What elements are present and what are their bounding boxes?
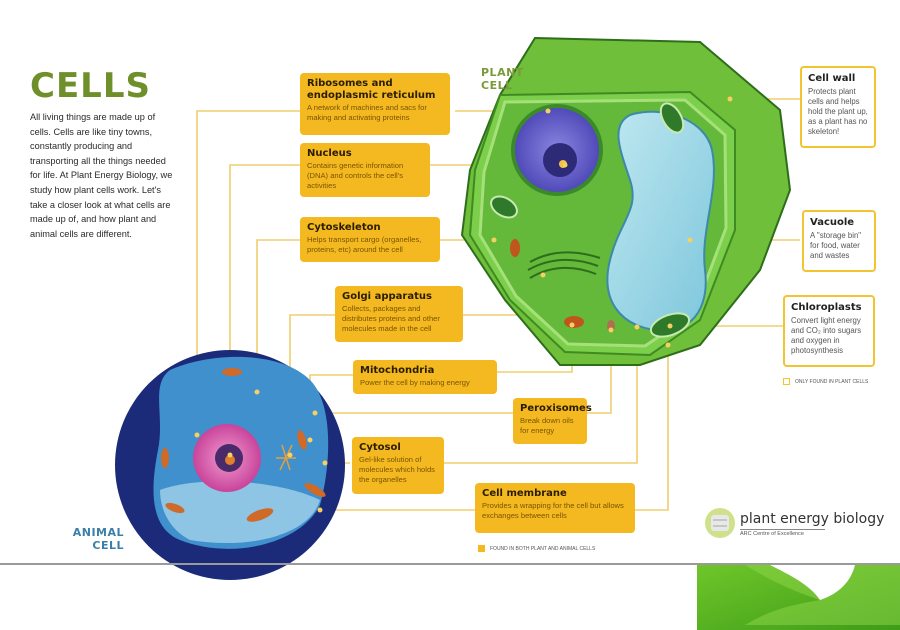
legend-plant-only: ONLY FOUND IN PLANT CELLS [783,378,868,385]
organelle-desc: A network of machines and sacs for makin… [307,103,427,122]
organelle-title: Cytosol [359,442,401,453]
connector-membrane-plant [635,345,669,511]
organelle-desc: Gel-like solution of molecules which hol… [359,455,435,484]
organelle-desc: Break down oils for energy [520,416,574,435]
legend-swatch-both [478,545,485,552]
organelle-box-cytoskeleton: Cytoskeleton Helps transport cargo (orga… [300,217,440,262]
connector-dots [194,96,733,513]
organelle-box-mitochondria: Mitochondria Power the cell by making en… [353,360,497,394]
legend-label: FOUND IN BOTH PLANT AND ANIMAL CELLS [490,545,596,552]
page-title: CELLS [30,66,151,106]
intro-text: All living things are made up of cells. … [30,112,173,239]
organelle-box-cytosol: Cytosol Gel-like solution of molecules w… [352,437,444,494]
organelle-title: Golgi apparatus [342,291,432,302]
organelle-title: Cytoskeleton [307,222,381,233]
organelle-box-vacuole: Vacuole A "storage bin" for food, water … [802,210,876,272]
centrosome-shape [276,444,296,471]
logo-subtitle: ARC Centre of Excellence [740,529,825,537]
animal-cell-label: ANIMAL CELL [72,526,124,552]
organelle-box-cell-membrane: Cell membrane Provides a wrapping for th… [475,483,635,533]
organelle-desc: Convert light energy and CO₂ into sugars… [791,316,862,355]
organelle-box-golgi: Golgi apparatus Collects, packages and d… [335,286,463,342]
connector-cytoskeleton [256,239,300,392]
plant-cell-illustration [460,36,792,366]
organelle-box-cell-wall: Cell wall Protects plant cells and helps… [800,66,876,148]
organelle-desc: Power the cell by making energy [360,378,470,387]
organelle-desc: Provides a wrapping for the cell but all… [482,501,624,520]
organelle-desc: Contains genetic information (DNA) and c… [307,161,404,190]
legend-both: FOUND IN BOTH PLANT AND ANIMAL CELLS [478,545,595,552]
connector-cytosol-plant [443,327,638,464]
animal-cell-illustration [115,350,345,580]
organelle-box-chloroplasts: Chloroplasts Convert light energy and CO… [783,295,875,367]
organelle-box-peroxisomes: Peroxisomes Break down oils for energy [513,398,592,444]
legend-label: ONLY FOUND IN PLANT CELLS [795,378,869,385]
logo: plant energy biology ARC Centre of Excel… [740,511,884,537]
organelle-desc: Protects plant cells and helps hold the … [808,87,868,136]
leaf-image [697,565,900,630]
organelle-title: Vacuole [810,217,855,228]
organelle-box-ribosomes: Ribosomes and endoplasmic reticulum A ne… [300,73,450,135]
organelle-desc: Helps transport cargo (organelles, prote… [307,235,422,254]
organelle-title: Nucleus [307,148,352,159]
organelle-title: Chloroplasts [791,302,862,313]
organelle-title: Mitochondria [360,365,435,376]
organelle-box-nucleus: Nucleus Contains genetic information (DN… [300,143,430,197]
organelle-desc: Collects, packages and distributes prote… [342,304,440,333]
organelle-title: Peroxisomes [520,403,592,414]
organelle-title: Cell membrane [482,488,567,499]
legend-swatch-plant-only [783,378,790,385]
logo-icon [705,508,735,538]
connector-ribosomes [196,110,300,365]
organelle-title: Ribosomes and endoplasmic reticulum [307,78,436,101]
plant-cell-label: PLANT CELL [481,66,524,92]
organelle-desc: A "storage bin" for food, water and wast… [810,231,862,260]
logo-name: plant energy biology [740,511,885,527]
organelle-title: Cell wall [808,73,856,84]
footer-divider [0,563,900,565]
